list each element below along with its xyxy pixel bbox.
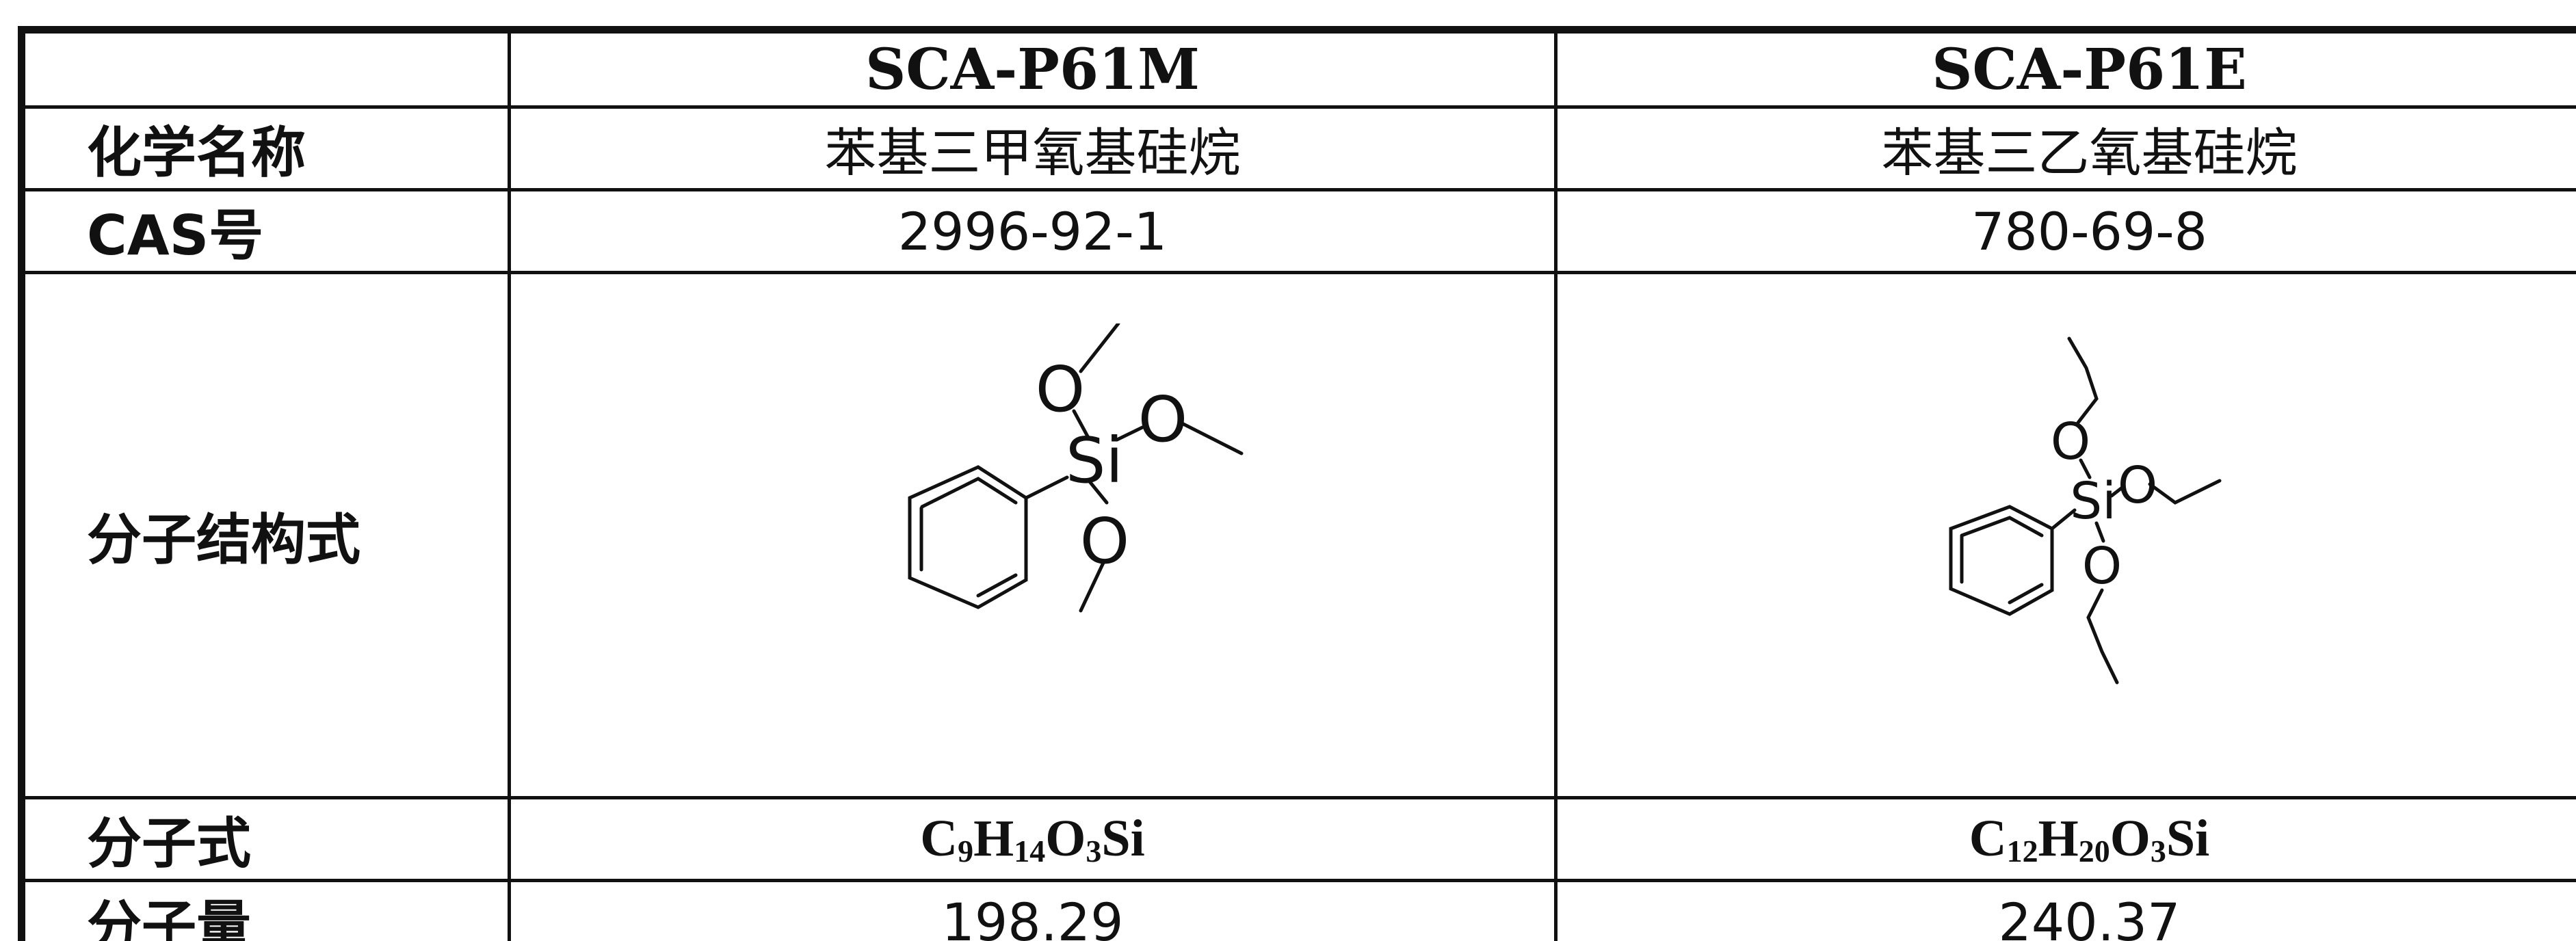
row-label-molecular-weight: 分子量 [22, 879, 511, 941]
row-label-structure: 分子结构式 [22, 271, 511, 799]
bond-o2-ethyl-p61e [2148, 479, 2221, 505]
structure-p61e-cell: Si O O O [1554, 271, 2576, 799]
bond-phenyl-si-p61e [2050, 508, 2076, 530]
formula-p61m-count-o: 3 [1086, 834, 1102, 869]
formula-p61e-count-h: 20 [2078, 834, 2110, 869]
bond-phenyl-si-p61m [1024, 475, 1068, 499]
product-spec-table: SCA-P61M SCA-P61E 化学名称 苯基三甲氧基硅烷 苯基三乙氧基硅烷… [22, 30, 2576, 941]
bond-si-o2-p61e [2110, 484, 2125, 497]
formula-p61m-element-h: H [973, 809, 1014, 867]
chemical-name-p61e: 苯基三乙氧基硅烷 [1554, 105, 2576, 191]
product-spec-table-region: SCA-P61M SCA-P61E 化学名称 苯基三甲氧基硅烷 苯基三乙氧基硅烷… [18, 26, 2576, 941]
benzene-ring-p61e [1949, 504, 2053, 616]
atom-o1-p61e: O [2050, 412, 2090, 471]
formula-p61m-element-c: C [920, 809, 958, 867]
bond-o2-methyl-p61m [1179, 421, 1243, 455]
row-label-cas: CAS号 [22, 188, 511, 274]
formula-p61m-count-h: 14 [1014, 834, 1046, 869]
cas-p61e: 780-69-8 [1554, 188, 2576, 274]
chemical-name-p61m: 苯基三甲氧基硅烷 [508, 105, 1558, 191]
row-label-molecular-formula: 分子式 [22, 796, 511, 882]
formula-p61e-element-c: C [1969, 809, 2007, 867]
benzene-double-bond-p61m-1 [920, 476, 1017, 508]
bond-o1-methyl-p61m [1079, 323, 1120, 373]
bond-si-o1-p61e [2079, 458, 2091, 479]
cas-p61m: 2996-92-1 [508, 188, 1558, 274]
row-structure: 分子结构式 [22, 271, 2576, 799]
atom-o3-p61e: O [2081, 537, 2121, 596]
row-molecular-formula: 分子式 C9H14O3Si C12H20O3Si [22, 796, 2576, 882]
row-molecular-weight: 分子量 198.29 240.37 [22, 879, 2576, 941]
corner-cell [22, 30, 511, 109]
atom-o1-p61m: O [1035, 353, 1084, 426]
atom-si-p61e: Si [2070, 472, 2116, 531]
bond-o1-ethyl-p61e [2067, 336, 2099, 424]
benzene-double-bond-p61m-2 [976, 573, 1017, 597]
header-row: SCA-P61M SCA-P61E [22, 30, 2576, 109]
atom-si-p61m: Si [1066, 424, 1123, 497]
molecular-weight-p61e: 240.37 [1554, 879, 2576, 941]
row-cas: CAS号 2996-92-1 780-69-8 [22, 188, 2576, 274]
formula-p61m-element-o: O [1045, 809, 1086, 867]
column-header-p61e: SCA-P61E [1554, 30, 2576, 109]
benzene-double-bond-p61e-1 [1960, 515, 2043, 537]
formula-p61m-element-si: Si [1101, 809, 1145, 867]
row-chemical-name: 化学名称 苯基三甲氧基硅烷 苯基三乙氧基硅烷 [22, 105, 2576, 191]
formula-p61m-count-c: 9 [958, 834, 974, 869]
formula-p61e-element-si: Si [2166, 809, 2210, 867]
benzene-double-bond-p61e-2 [2008, 583, 2043, 604]
molecular-formula-p61e: C12H20O3Si [1554, 796, 2576, 882]
formula-p61e-element-h: H [2038, 809, 2079, 867]
atom-o2-p61m: O [1138, 383, 1187, 456]
structure-p61e-diagram: Si O O O [1949, 336, 2221, 684]
row-label-chemical-name: 化学名称 [22, 105, 511, 191]
atom-o3-p61m: O [1079, 505, 1129, 578]
bond-si-o2-p61m [1115, 425, 1144, 441]
formula-p61e-count-c: 12 [2006, 834, 2038, 869]
atom-o2-p61e: O [2117, 456, 2157, 515]
bond-o3-methyl-p61m [1079, 561, 1105, 612]
bond-si-o3-p61m [1087, 479, 1108, 504]
column-header-p61m: SCA-P61M [508, 30, 1558, 109]
structure-p61m-cell: Si O O O [508, 271, 1558, 799]
bond-o3-ethyl-p61e [2086, 588, 2118, 684]
bond-si-o3-p61e [2094, 521, 2105, 542]
bond-si-o1-p61m [1072, 409, 1089, 438]
molecular-formula-p61m: C9H14O3Si [508, 796, 1558, 882]
molecular-weight-p61m: 198.29 [508, 879, 1558, 941]
structure-p61m-diagram: Si O O O [908, 323, 1243, 612]
benzene-ring-p61m [908, 464, 1027, 609]
formula-p61e-count-o: 3 [2150, 834, 2166, 869]
formula-p61e-element-o: O [2110, 809, 2151, 867]
